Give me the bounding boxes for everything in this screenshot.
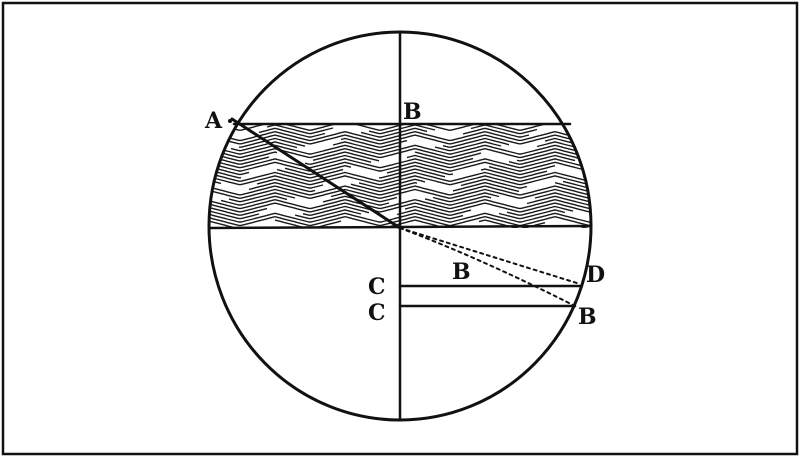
hatch-line [209, 209, 566, 220]
hatch-line [210, 151, 584, 162]
label-a: A [204, 108, 223, 134]
label-b-lower: B [578, 304, 597, 330]
hatch-line [209, 205, 574, 216]
label-d: D [586, 262, 605, 288]
hatch-line [209, 164, 591, 176]
label-c-upper: C [368, 274, 386, 300]
label-c-lower: C [368, 300, 386, 326]
hatch-line [209, 168, 591, 179]
point-a-dot [228, 119, 232, 123]
label-b-top: B [403, 99, 422, 125]
hatch-line [209, 219, 591, 228]
label-b-mid: B [452, 259, 471, 285]
refracted-ray-to-d [399, 227, 581, 285]
hatch-line [228, 192, 591, 203]
hatch-line [230, 141, 591, 152]
water-band [209, 124, 591, 228]
refracted-ray-to-b [399, 227, 576, 307]
incident-ray [230, 117, 402, 230]
hatch-line [209, 181, 591, 193]
hatch-line [209, 154, 576, 165]
hatch-line [239, 137, 591, 148]
